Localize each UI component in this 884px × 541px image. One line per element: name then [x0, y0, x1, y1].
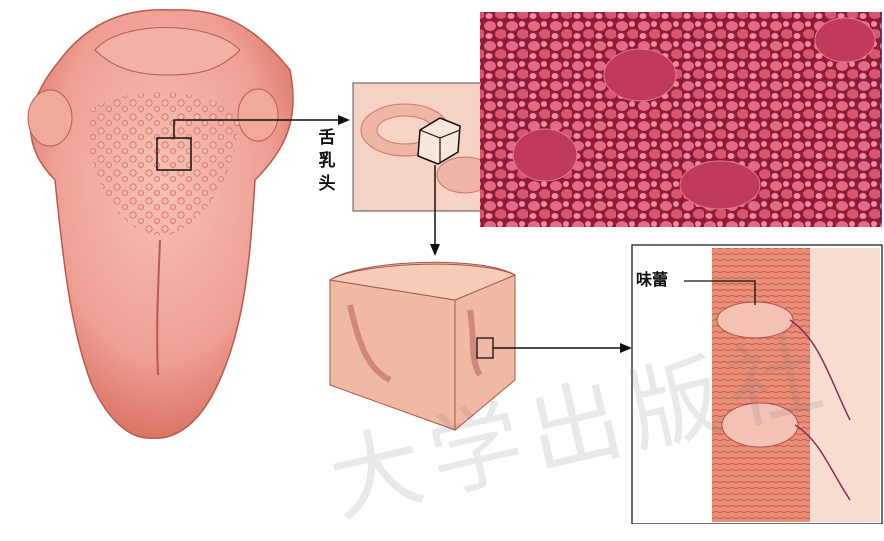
papilla-closeup	[353, 83, 494, 211]
left-tonsil	[28, 90, 72, 146]
label-papilla-char-1: 舌	[317, 130, 337, 147]
sem-micrograph	[480, 12, 882, 227]
arrowhead-2	[430, 244, 440, 256]
arrowhead-1	[338, 115, 350, 125]
label-papilla-char-3: 头	[317, 176, 337, 193]
label-tongue-papilla: 舌 乳 头	[317, 130, 337, 199]
tongue-illustration	[28, 10, 293, 438]
taste-diagram: 舌 乳 头 味蕾 大学出版社	[0, 0, 884, 524]
label-taste-bud: 味蕾	[636, 272, 668, 288]
label-papilla-char-2: 乳	[317, 153, 337, 170]
right-tonsil	[238, 89, 278, 141]
